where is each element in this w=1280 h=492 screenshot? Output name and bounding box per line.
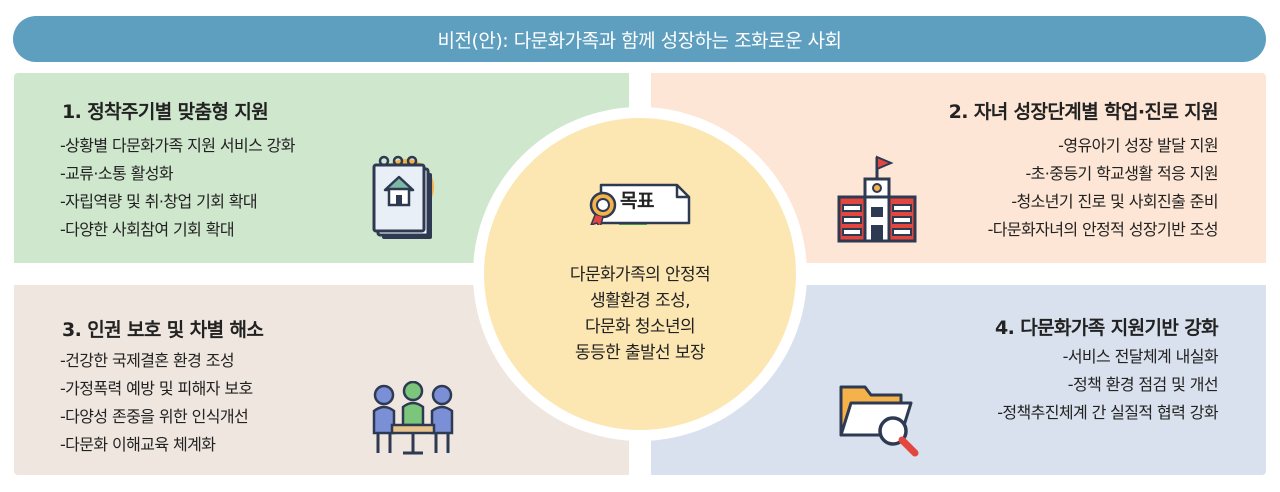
vision-banner: 비전(안): 다문화가족과 함께 성장하는 조화로운 사회 — [13, 16, 1266, 62]
goal-line: 다문화가족의 안정적 — [569, 265, 711, 285]
goal-line: 다문화 청소년의 — [584, 317, 696, 337]
goal-statement: 다문화가족의 안정적 생활환경 조성, 다문화 청소년의 동등한 출발선 보장 — [484, 262, 796, 366]
list-item: -초·중등기 학교생활 적응 지원 — [1025, 164, 1218, 183]
goal-line: 동등한 출발선 보장 — [575, 343, 706, 363]
strategy-4-list: -서비스 전달체계 내실화 -정책 환경 점검 및 개선 -정책추진체계 간 실… — [997, 343, 1218, 427]
list-item: -정책 환경 점검 및 개선 — [1067, 375, 1219, 394]
list-item: -가정폭력 예방 및 피해자 보호 — [60, 379, 253, 398]
folder-magnifier-icon — [839, 385, 919, 457]
strategy-4-title: 4. 다문화가족 지원기반 강화 — [995, 317, 1219, 339]
meeting-people-icon — [372, 381, 454, 455]
strategy-1-list: -상황별 다문화가족 지원 서비스 강화 -교류·소통 활성화 -자립역량 및 … — [60, 132, 296, 244]
list-item: -다문화자녀의 안정적 성장기반 조성 — [987, 220, 1219, 239]
strategy-3-title: 3. 인권 보호 및 차별 해소 — [62, 319, 264, 341]
school-building-icon — [837, 155, 917, 243]
list-item: -정책추진체계 간 실질적 협력 강화 — [997, 403, 1218, 422]
list-item: -건강한 국제결혼 환경 조성 — [60, 351, 235, 370]
strategy-2-list: -영유아기 성장 발달 지원 -초·중등기 학교생활 적응 지원 -청소년기 진… — [987, 132, 1219, 244]
list-item: -서비스 전달체계 내실화 — [1062, 347, 1219, 366]
strategy-3-list: -건강한 국제결혼 환경 조성 -가정폭력 예방 및 피해자 보호 -다양성 존… — [60, 347, 253, 459]
goal-line: 생활환경 조성, — [590, 291, 690, 311]
goal-label: 목표 — [620, 190, 654, 212]
vision-banner-text: 비전(안): 다문화가족과 함께 성장하는 조화로운 사회 — [437, 29, 842, 52]
list-item: -상황별 다문화가족 지원 서비스 강화 — [60, 136, 296, 155]
list-item: -자립역량 및 취·창업 기회 확대 — [60, 192, 258, 211]
document-house-icon — [372, 155, 434, 239]
list-item: -다양한 사회참여 기회 확대 — [60, 220, 235, 239]
strategy-2-title: 2. 자녀 성장단계별 학업·진로 지원 — [948, 101, 1219, 123]
list-item: -다양성 존중을 위한 인식개선 — [60, 407, 249, 426]
goal-tag — [589, 183, 691, 225]
goal-circle — [484, 118, 796, 430]
list-item: -다문화 이해교육 체계화 — [60, 435, 216, 454]
list-item: -교류·소통 활성화 — [60, 164, 174, 183]
strategy-1-title: 1. 정착주기별 맞춤형 지원 — [62, 101, 269, 123]
list-item: -영유아기 성장 발달 지원 — [1058, 136, 1218, 155]
list-item: -청소년기 진로 및 사회진출 준비 — [1011, 192, 1218, 211]
